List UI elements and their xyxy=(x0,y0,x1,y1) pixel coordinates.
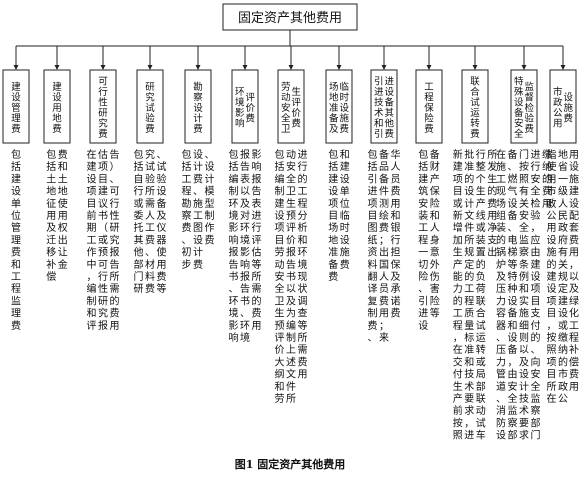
category-label: 市政公用设施费 xyxy=(553,86,574,130)
category-box xyxy=(510,69,538,144)
category-box xyxy=(184,69,212,144)
category-tzsb: 特殊设备安全监督检验费 xyxy=(510,69,538,144)
arrow-hjyx xyxy=(242,65,248,70)
description-lhsy: 新建项目或新增加生产能力的工程，在交付生产前按照批准的设计文件所规定的工程质量标… xyxy=(453,148,498,442)
category-box xyxy=(415,69,443,144)
arrow-jsyd xyxy=(54,65,60,70)
category-label: 勘察设计费 xyxy=(193,82,203,135)
description-kcsj: 包括工程勘察费、初步设计费、施工图设计费、设计模型制作费 xyxy=(182,148,215,271)
category-label: 引进技术和引进设备其他费 xyxy=(374,77,395,141)
category-label: 特殊设备安全监督检验费 xyxy=(514,76,535,141)
category-nodes: 建设管理费 建设用地费 可行性研究费 研究试验费 勘察设计费 环境影响评价费 劳动安全卫生评… xyxy=(2,69,577,144)
category-label: 可行性研究费 xyxy=(98,77,108,141)
category-box xyxy=(89,69,117,144)
category-box xyxy=(370,69,398,144)
category-cdzb: 场地准备及临时设施费 xyxy=(325,69,353,144)
description-kxx: 在建设项目前期工作中，编制和评估项目建议书（或预可行性研究报告）、可行性研究报告… xyxy=(87,148,120,332)
category-szgy: 市政公用设施费 xyxy=(549,69,577,144)
category-label: 建设用地费 xyxy=(52,81,62,135)
category-box xyxy=(2,69,30,144)
arrow-szgy xyxy=(560,65,566,70)
description-ldaq: 包括编制建设项目劳动安全卫生预评价大纲和劳动安全卫生预评价报告书以及为编制上述文… xyxy=(275,148,308,405)
category-label: 研究试验费 xyxy=(145,82,155,135)
category-box xyxy=(136,69,164,144)
category-yjjs: 引进技术和引进设备其他费 xyxy=(370,69,398,144)
description-hjyx: 包括编制环境影响报告书、环境影响报告表以及对环境影响报告书、环境影响报告表进行评… xyxy=(229,148,262,344)
category-label: 环境影响评价费 xyxy=(235,87,256,130)
category-kcsj: 勘察设计费 xyxy=(184,69,212,144)
arrow-lhsy xyxy=(472,65,478,70)
category-gcbx: 工程保险费 xyxy=(415,69,443,144)
category-label: 场地准备及临时设施费 xyxy=(329,81,350,135)
category-yjsy: 研究试验费 xyxy=(136,69,164,144)
category-jsgl: 建设管理费 xyxy=(2,69,30,144)
figure-caption: 图1 固定资产其他费用 xyxy=(235,457,345,471)
description-yjsy: 包括自行或委托其他部门研究试验所需人工费、材料费、试验设备及仪器使用费等 xyxy=(134,148,167,295)
arrow-gcbx xyxy=(426,65,432,70)
category-ldaq: 劳动安全卫生评价费 xyxy=(277,69,305,144)
description-yjjs: 包括引进项目图纸资料翻译复制费、备品备件测绘费；出国人员费用；来华人员费用和银行… xyxy=(368,148,401,344)
category-hjyx: 环境影响评价费 xyxy=(231,69,259,144)
category-descriptions: 包括建设单位管理费和工程监理费 包括土地征用及迁移补偿费和土地使用权出让金在建设项… xyxy=(11,148,579,442)
description-szgy: 指使用市政公用设施的建设项目，按照项目所在地省一级人民政府有关规定建设或缴纳的市… xyxy=(547,148,580,405)
connector-lines xyxy=(13,30,566,70)
arrow-yjsy xyxy=(147,65,153,70)
category-box xyxy=(277,69,305,144)
arrow-yjjs xyxy=(381,65,387,70)
category-box xyxy=(325,69,353,144)
description-gcbx: 包括建筑安装工程一切险、引进设备财产保险和人身意外伤害险等 xyxy=(418,148,440,332)
arrow-tzsb xyxy=(521,65,527,70)
arrow-cdzb xyxy=(336,65,342,70)
arrow-kcsj xyxy=(195,65,201,70)
arrow-jsgl xyxy=(13,65,19,70)
category-jsyd: 建设用地费 xyxy=(43,69,71,144)
description-jsyd: 包括土地征用及迁移补偿费和土地使用权出让金 xyxy=(46,148,68,283)
description-cdzb: 包括建设项目场地准备费和建设单位临时设施费 xyxy=(328,148,350,283)
root-node: 固定资产其他费用 xyxy=(222,3,358,31)
category-kxx: 可行性研究费 xyxy=(89,69,117,144)
description-jsgl: 包括建设单位管理费和工程监理费 xyxy=(11,148,21,332)
category-box xyxy=(43,69,71,144)
category-box xyxy=(231,69,259,144)
category-lhsy: 联合试运转费 xyxy=(461,69,489,144)
arrow-kxx xyxy=(100,65,106,70)
arrow-ldaq xyxy=(288,65,294,70)
root-box xyxy=(222,3,358,31)
category-label: 联合试运转费 xyxy=(470,77,480,141)
category-label: 劳动安全卫生评价费 xyxy=(281,81,302,135)
category-label: 工程保险费 xyxy=(424,82,434,135)
category-box xyxy=(549,69,577,144)
root-label: 固定资产其他费用 xyxy=(238,11,342,26)
description-tzsb: 在施工现场组装的锅炉及压力容器、压力管道、消防设备、燃气设备、电梯等特种设备和设… xyxy=(496,148,552,442)
category-label: 建设管理费 xyxy=(11,81,21,135)
category-box xyxy=(461,69,489,144)
